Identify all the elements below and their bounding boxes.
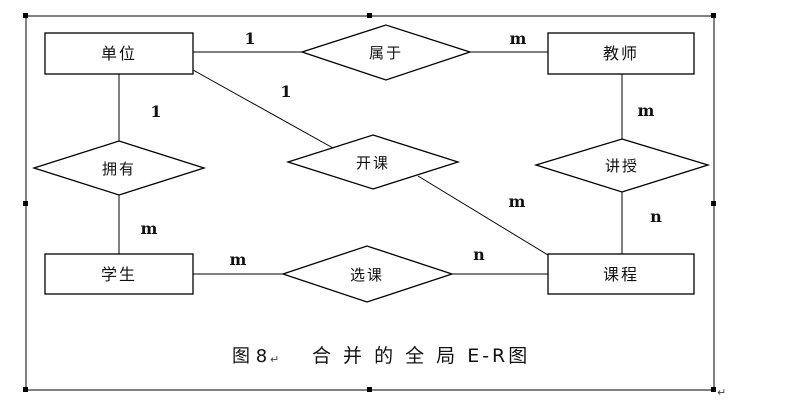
card-student-selects: m	[230, 250, 247, 269]
paragraph-return-mark: ↵	[717, 386, 726, 399]
relationship-offers: 开课	[285, 134, 461, 190]
caption-title: 合 并 的 全 局 E-R图	[312, 345, 530, 367]
card-unit-belongs: 1	[244, 29, 255, 48]
relationship-has: 拥有	[31, 140, 207, 196]
entity-student-label: 学生	[101, 265, 137, 284]
frame-handles	[23, 13, 716, 392]
entity-unit-label: 单位	[101, 44, 137, 63]
relationship-has-label: 拥有	[102, 160, 136, 178]
connector-lines	[118, 51, 623, 275]
caption-return-mark: ↵	[270, 353, 279, 366]
cardinality-labels: 1 m 1 m 1 m m n m n	[141, 29, 663, 269]
entity-teacher: 教师	[547, 32, 695, 75]
relationship-belongs-to: 属于	[299, 24, 473, 81]
relationship-selects-label: 选课	[350, 266, 384, 284]
relationship-teaches: 讲授	[533, 138, 711, 193]
entity-course-label: 课程	[603, 265, 639, 284]
relationship-offers-label: 开课	[356, 154, 390, 172]
entity-course: 课程	[547, 253, 695, 295]
card-teacher-belongs: m	[510, 29, 527, 48]
entity-unit: 单位	[44, 32, 194, 75]
entity-teacher-label: 教师	[603, 44, 639, 63]
caption-figure-number: 图 8	[232, 346, 267, 367]
relationship-teaches-label: 讲授	[605, 157, 639, 175]
card-unit-has: 1	[150, 102, 161, 121]
card-course-selects: n	[473, 245, 485, 264]
line-offers-course	[417, 175, 549, 256]
card-course-teaches: n	[650, 207, 662, 226]
card-unit-offers: 1	[280, 82, 291, 101]
relationship-selects: 选课	[280, 245, 455, 303]
card-course-offers: m	[509, 192, 526, 211]
line-unit-offers	[192, 69, 334, 149]
card-teacher-teaches: m	[638, 101, 655, 120]
card-student-has: m	[141, 219, 158, 238]
relationship-belongs-to-label: 属于	[369, 44, 403, 62]
figure-caption: 图 8 ↵ 合 并 的 全 局 E-R图	[232, 345, 530, 367]
entity-student: 学生	[44, 253, 194, 295]
